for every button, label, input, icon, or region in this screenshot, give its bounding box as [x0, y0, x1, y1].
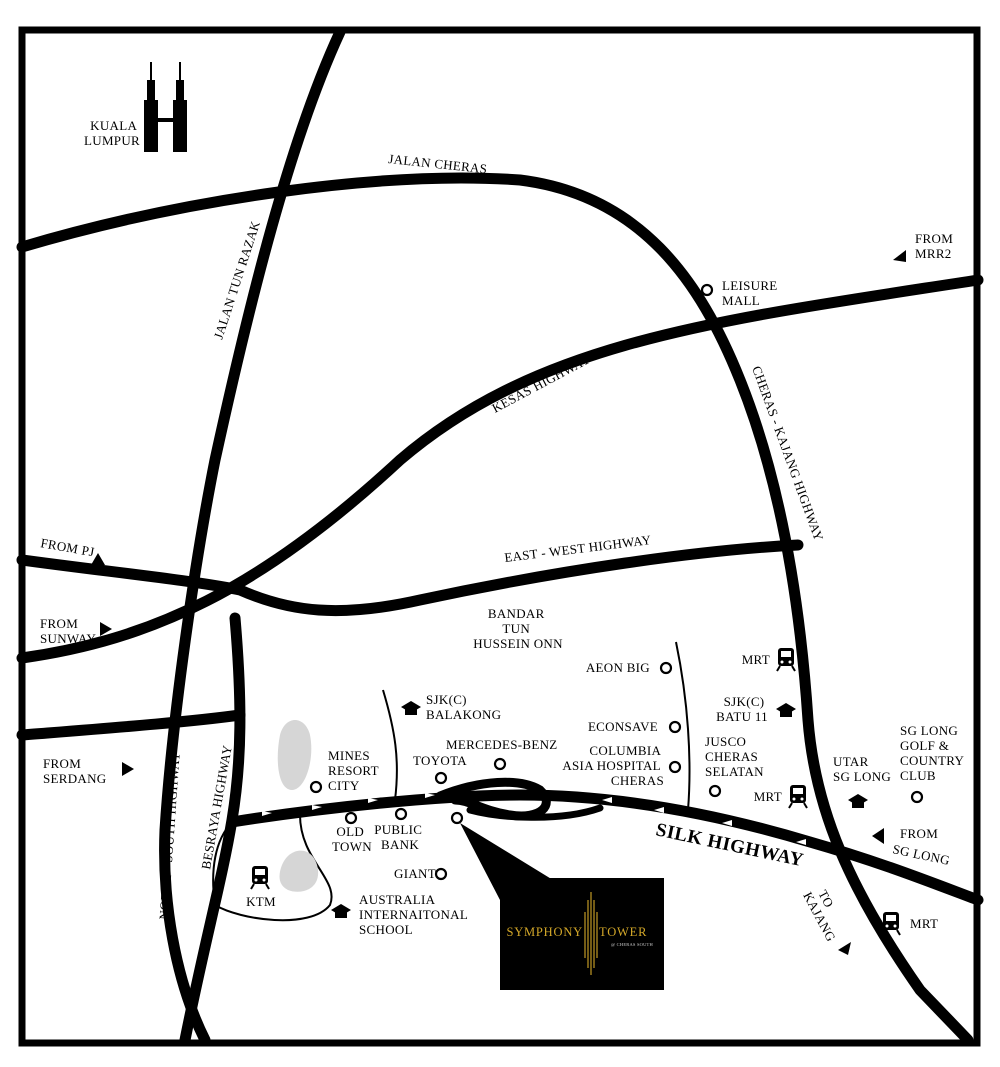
bandar-tun-hussein-onn-label: BANDAR TUN HUSSEIN ONN	[473, 606, 563, 651]
to-kajang-label-1: TO	[815, 887, 837, 910]
from-sunway-label: FROM SUNWAY	[40, 616, 97, 646]
jusco-marker	[708, 784, 722, 798]
from-pj-arrow	[91, 553, 105, 565]
from-sg-long-label-2: SG LONG	[891, 841, 951, 868]
from-pj-label: FROM PJ	[39, 535, 95, 559]
batu11-road	[675, 641, 691, 811]
interchange-loop	[466, 804, 604, 821]
utar-sg-long-label: UTAR SG LONG	[833, 754, 891, 784]
toyota-label: TOYOTA	[413, 753, 467, 768]
silk-highway-label: SILK HIGHWAY	[654, 819, 806, 871]
jusco-label: JUSCO CHERAS SELATAN	[705, 734, 764, 779]
aeon-big-marker	[659, 661, 673, 675]
graduation-cap-icon	[401, 701, 421, 715]
direction-arrows	[262, 793, 806, 845]
from-mrr2-label: FROM MRR2	[915, 231, 957, 261]
to-kajang-arrow	[838, 942, 851, 955]
old-town-label: OLD TOWN	[332, 824, 372, 854]
kesas-highway-road	[16, 274, 984, 664]
jalan-tun-razak-road	[159, 26, 346, 1046]
sg-long-golf-label: SG LONG GOLF & COUNTRY CLUB	[900, 723, 967, 783]
graduation-cap-icon	[776, 703, 796, 717]
graduation-cap-icon	[848, 794, 868, 808]
from-sg-long-label: FROM	[900, 826, 938, 841]
sjkc-balakong-label: SJK(C) BALAKONG	[426, 692, 501, 722]
train-icon	[881, 912, 901, 936]
ktm-road	[212, 814, 333, 922]
aeon-big-label: AEON BIG	[586, 660, 650, 675]
symphony-tower-marker	[450, 811, 464, 825]
mines-resort-city-label: MINES RESORT CITY	[328, 748, 382, 793]
leisure-mall-marker	[700, 283, 714, 297]
east-west-highway-road	[16, 539, 804, 617]
econsave-label: ECONSAVE	[588, 719, 658, 734]
logo-symphony-text: SYMPHONY	[506, 925, 583, 939]
mrt-label-1: MRT	[742, 652, 770, 667]
roads	[16, 26, 984, 1046]
from-serdang-arrow	[122, 762, 134, 776]
sjkc-batu11-label: SJK(C) BATU 11	[716, 694, 768, 724]
mrt-label-3: MRT	[910, 916, 938, 931]
public-bank-label: PUBLIC BANK	[374, 822, 426, 852]
lake-north	[277, 720, 312, 790]
jalan-cheras-road	[16, 172, 974, 1046]
from-mrr2-arrow	[893, 250, 906, 262]
interchange-road	[435, 777, 551, 821]
mrt-label-2: MRT	[754, 789, 782, 804]
giant-label: GIANT	[394, 866, 436, 881]
jalan-cheras-label: JALAN CHERAS	[388, 151, 488, 176]
old-town-marker	[344, 811, 358, 825]
public-bank-marker	[394, 807, 408, 821]
kuala-lumpur-label: KUALA LUMPUR	[84, 118, 140, 148]
columbia-hospital-label: COLUMBIA ASIA HOSPITAL CHERAS	[562, 743, 664, 788]
leisure-mall-label: LEISURE MALL	[722, 278, 781, 308]
giant-marker	[434, 867, 448, 881]
train-icon	[788, 785, 808, 809]
sg-long-golf-marker	[910, 790, 924, 804]
silk-highway-road	[226, 789, 984, 906]
lake-south	[279, 850, 319, 892]
logo-tower-text: TOWER	[599, 925, 647, 939]
from-serdang-label: FROM SERDANG	[43, 756, 107, 786]
map-frame	[18, 26, 981, 1047]
ktm-label: KTM	[246, 894, 276, 909]
callout-pointer	[460, 823, 553, 900]
from-sg-long-arrow	[872, 828, 884, 844]
kesas-highway-label: KESAS HIGHWAY	[489, 351, 593, 416]
logo-emblem-icon	[584, 892, 598, 975]
columbia-hospital-marker	[668, 760, 682, 774]
mercedes-benz-marker	[493, 757, 507, 771]
australia-school-label: AUSTRALIA INTERNAITONAL SCHOOL	[359, 892, 471, 937]
mines-resort-city-marker	[309, 780, 323, 794]
econsave-marker	[668, 720, 682, 734]
train-icon	[776, 648, 796, 672]
balakong-road	[382, 689, 398, 801]
train-icon	[250, 866, 270, 890]
toyota-marker	[434, 771, 448, 785]
from-sunway-arrow	[100, 622, 112, 636]
mercedes-benz-label: MERCEDES-BENZ	[446, 737, 558, 752]
graduation-cap-icon	[331, 904, 351, 918]
besraya-highway-road	[16, 709, 246, 741]
symphony-tower-logo: SYMPHONY TOWER @ CHERAS SOUTH	[500, 878, 664, 990]
petronas-towers-icon	[144, 62, 187, 152]
logo-cheras-south-text: @ CHERAS SOUTH	[611, 942, 653, 947]
